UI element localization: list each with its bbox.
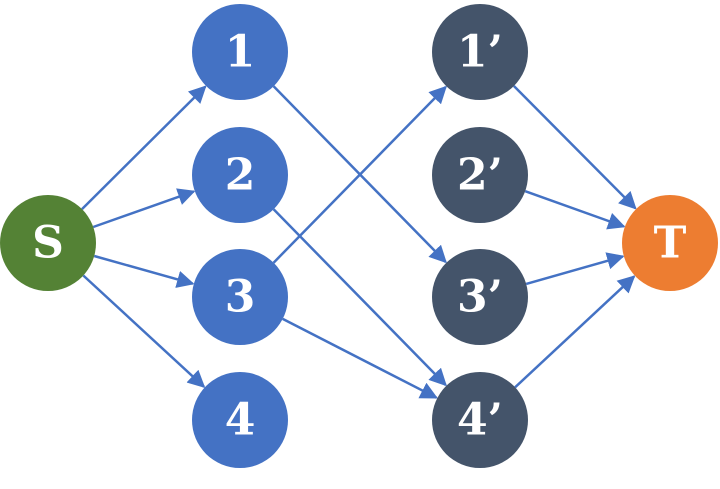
node-circle-2 [192,127,288,223]
node-T: T [622,195,718,291]
node-label-S: S [32,218,64,269]
edges-layer [81,85,637,399]
node-1: 1 [192,4,288,100]
node-circle-3 [192,249,288,345]
node-label-T: T [654,218,687,269]
edge-2-to-4p [272,208,447,387]
node-S: S [0,195,96,291]
node-circle-1p [432,4,528,100]
node-label-1: 1 [225,27,256,78]
node-circle-4 [192,372,288,468]
node-4: 4 [192,372,288,468]
node-label-4p: 4’ [457,395,503,446]
edge-S-to-3 [93,254,195,288]
node-3p: 3’ [432,249,528,345]
edge-1p-to-T [513,85,637,210]
node-circle-2p [432,127,528,223]
edge-S-to-1 [81,85,207,210]
node-label-1p: 1’ [457,27,503,78]
node-label-2: 2 [225,150,256,201]
node-circle-4p [432,372,528,468]
node-label-4: 4 [225,395,256,446]
node-circle-3p [432,249,528,345]
edge-2p-to-T [524,190,626,230]
node-circle-S [0,195,96,291]
node-label-3: 3 [225,272,256,323]
edge-S-to-2 [92,188,196,229]
node-circle-1 [192,4,288,100]
node-2: 2 [192,127,288,223]
edge-3-to-1p [272,85,447,264]
node-1p: 1’ [432,4,528,100]
edge-4p-to-T [514,275,636,389]
edge-3p-to-T [525,252,625,286]
node-circle-T [622,195,718,291]
node-label-2p: 2’ [457,150,503,201]
node-3: 3 [192,249,288,345]
edge-3-to-4p [282,317,438,399]
node-4p: 4’ [432,372,528,468]
node-2p: 2’ [432,127,528,223]
node-label-3p: 3’ [457,272,503,323]
nodes-layer: S 1 2 3 4 1’ 2’ 3’ 4’ T [0,4,718,468]
edge-S-to-4 [82,274,206,388]
